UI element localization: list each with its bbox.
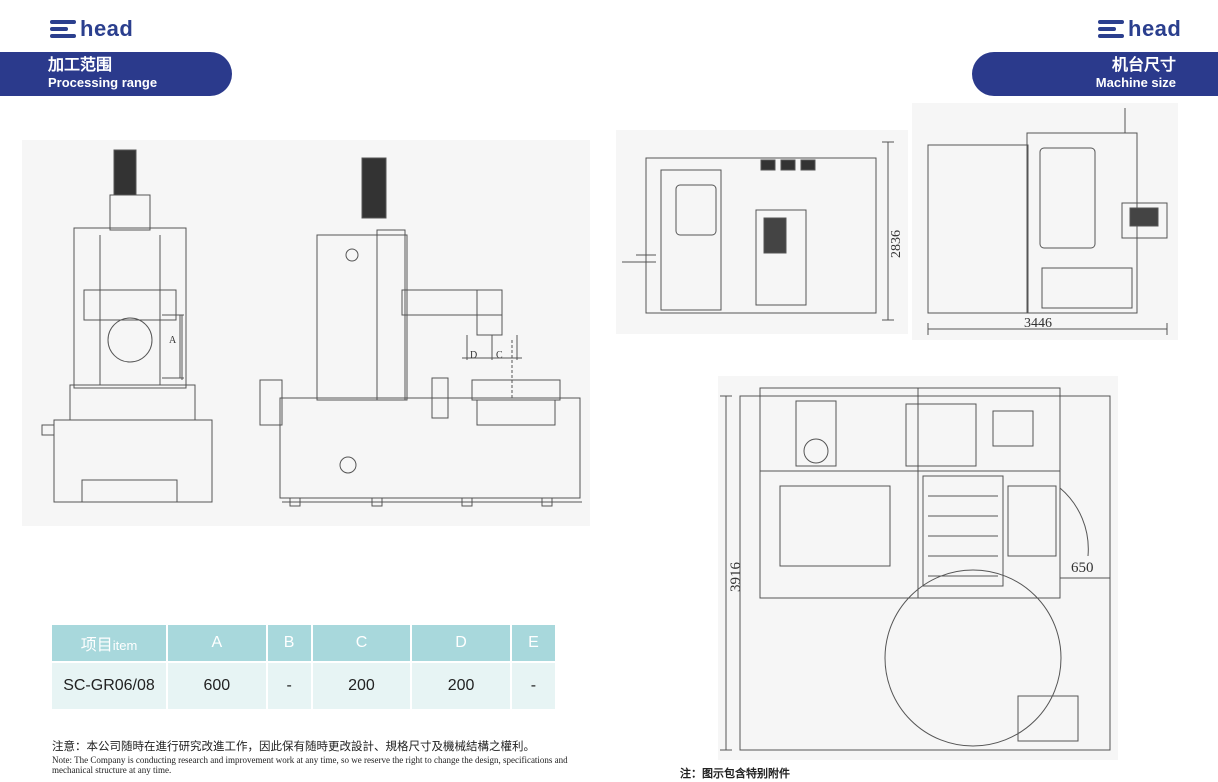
dimension-label-c: C [496,350,503,361]
header-item: 项目item [52,625,166,661]
logo-wordmark: head [1128,16,1182,41]
note-chinese: 注意：本公司随時在進行研究改進工作，因此保有随時更改設計、規格尺寸及機械結構之權… [52,741,535,753]
dimension-door-clearance: 650 [1071,560,1094,576]
logo-mark-icon [50,18,78,40]
note-english: Note: The Company is conducting research… [52,755,568,775]
model-cell: SC-GR06/08 [52,663,166,709]
section-title-en: Machine size [1095,75,1176,90]
value-cell-c: 200 [312,663,411,709]
logo-wordmark: head [80,16,134,41]
section-banner-machine-size: 机台尺寸 Machine size [972,52,1218,96]
section-title-cn: 机台尺寸 [1111,57,1176,74]
table-row: SC-GR06/08 600 - 200 200 - [52,663,555,709]
brand-logo-left: head [50,16,133,42]
header-col-e: E [511,625,555,661]
machine-plan-view: 3916 650 [718,376,1118,760]
machine-front-elevation: 2836 [616,130,908,334]
header-col-d: D [412,625,510,661]
dimension-height: 2836 [889,230,904,258]
value-cell-a: 600 [168,663,266,709]
value-cell-d: 200 [412,663,510,709]
spec-table-header-row: 项目item A B C D E [52,625,555,661]
dimension-label-a: A [169,335,177,346]
processing-range-drawing: A D C [22,140,590,526]
header-col-a: A [168,625,266,661]
header-col-c: C [312,625,411,661]
dimension-depth: 3916 [728,562,744,593]
value-cell-e: - [511,663,555,709]
spec-table: 项目item A B C D E SC-GR06/08 600 - 200 20… [50,623,557,711]
dimension-width: 3446 [1024,316,1052,331]
section-title-en: Processing range [48,75,158,90]
section-banner-processing-range: 加工范围 Processing range [0,52,232,96]
brand-logo-right: head [1098,16,1181,42]
machine-side-elevation: 3446 [912,103,1178,340]
value-cell-b: - [267,663,311,709]
dimension-label-d: D [470,350,477,361]
section-title-cn: 加工范围 [48,57,113,74]
logo-mark-icon [1098,18,1126,40]
note-special-accessories: 注：图示包含特别附件 [680,768,790,780]
header-col-b: B [267,625,311,661]
